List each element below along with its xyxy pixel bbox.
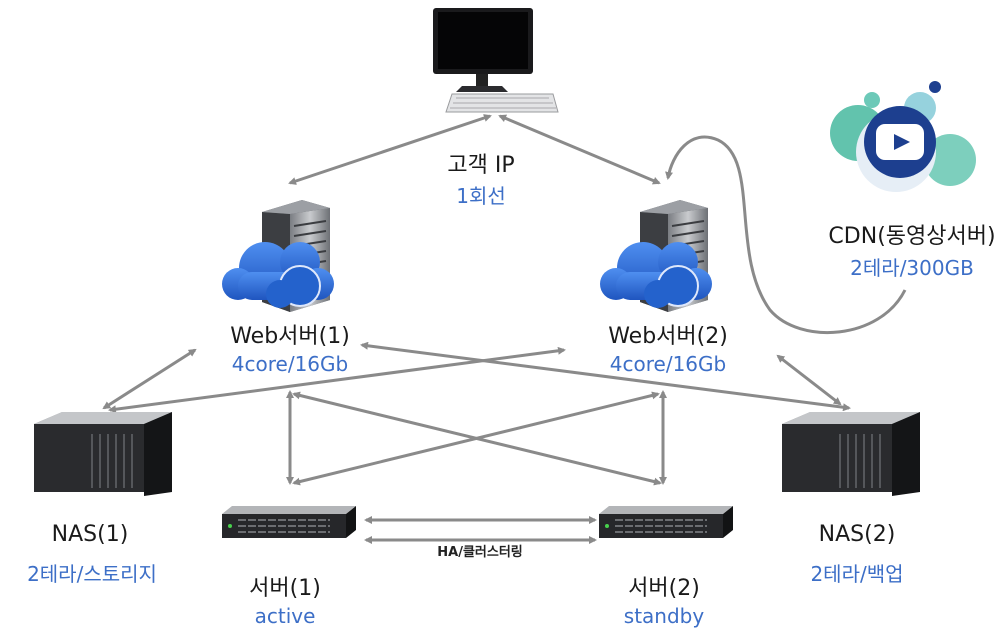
youtube-play-icon [864,106,936,178]
server1-name-label: 서버(1) [249,576,321,601]
nas-storage-icon [782,412,920,496]
link-web1-nas2 [360,341,851,412]
nas-2-icon [782,412,920,496]
desktop-monitor-icon [433,8,533,92]
nas2-name-label: NAS(2) [818,522,896,547]
nas-1-icon [34,412,172,496]
web-server-1-icon [222,200,334,312]
nas-storage-icon [34,412,172,496]
server2-name-label: 서버(2) [628,576,700,601]
link-cdn-web2 [665,135,907,335]
nas1-name-label: NAS(1) [51,522,129,547]
web1-spec-label: 4core/16Gb [231,352,349,376]
server1-status-label: active [254,604,316,628]
client-spec-label: 1회선 [456,184,506,208]
cdn-spec-label: 2테라/300GB [850,256,974,280]
cloud-icon [222,242,334,308]
web1-name-label: Web서버(1) [230,324,350,349]
ha-clustering-label: HA/클러스터링 [437,545,523,560]
server-2-icon [599,506,733,538]
link-client-web2 [498,114,661,185]
link-web2-nas2 [776,354,842,406]
client-name-label: 고객 IP [447,153,515,178]
cdn-icon [830,81,976,192]
server-1-icon [222,506,356,538]
server2-status-label: standby [623,604,705,628]
link-web2-server1 [292,391,660,486]
cloud-icon [600,242,712,308]
rack-server-icon [599,506,733,538]
web2-spec-label: 4core/16Gb [609,352,727,376]
keyboard-icon [445,93,559,113]
nas2-spec-label: 2테라/백업 [810,562,904,586]
cdn-name-label: CDN(동영상서버) [828,224,996,249]
nas1-spec-label: 2테라/스토리지 [27,562,157,586]
connection-lines [102,114,907,544]
link-client-web1 [288,114,492,185]
web2-name-label: Web서버(2) [608,324,728,349]
rack-server-icon [222,506,356,538]
web-server-2-icon [600,200,712,312]
client-pc [433,8,559,113]
